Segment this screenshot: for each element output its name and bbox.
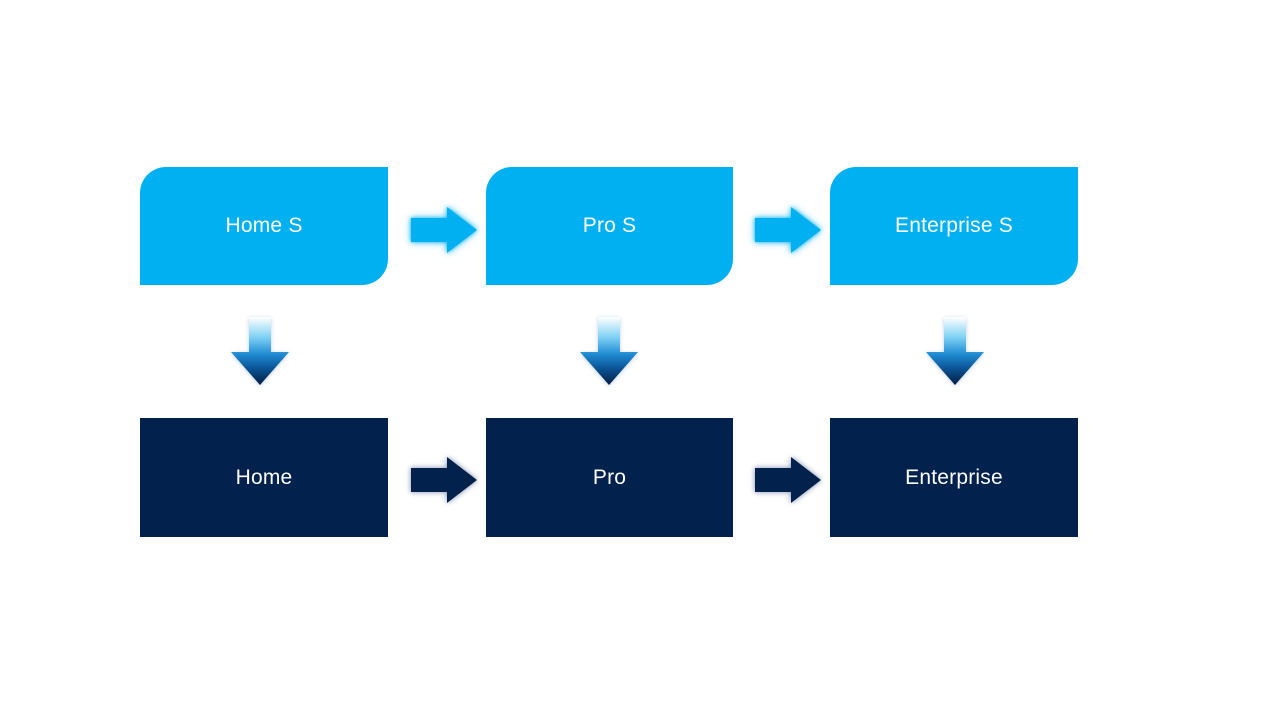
stage-box-enterprise: Enterprise xyxy=(830,418,1078,537)
arrow-down-icon-2 xyxy=(580,317,638,385)
stage-box-home: Home xyxy=(140,418,388,537)
arrow-down-icon-3 xyxy=(926,317,984,385)
stage-box-home-label: Home xyxy=(235,465,293,489)
arrow-right-icon-top-1 xyxy=(411,207,477,253)
stage-box-home-s: Home S xyxy=(140,167,388,285)
stage-box-home-s-label: Home S xyxy=(225,214,303,237)
arrow-right-icon-bottom-2 xyxy=(755,457,821,503)
stage-box-pro-s-label: Pro S xyxy=(582,214,637,237)
stage-box-enterprise-s: Enterprise S xyxy=(830,167,1078,285)
arrow-right-icon-bottom-1 xyxy=(411,457,477,503)
stage-box-pro-s: Pro S xyxy=(486,167,733,285)
arrow-right-icon-top-2 xyxy=(755,207,821,253)
stage-box-pro-label: Pro xyxy=(592,465,627,489)
stage-box-enterprise-label: Enterprise xyxy=(905,465,1003,489)
stage-box-pro: Pro xyxy=(486,418,733,537)
stage-box-enterprise-s-label: Enterprise S xyxy=(895,214,1013,237)
arrow-down-icon-1 xyxy=(231,317,289,385)
